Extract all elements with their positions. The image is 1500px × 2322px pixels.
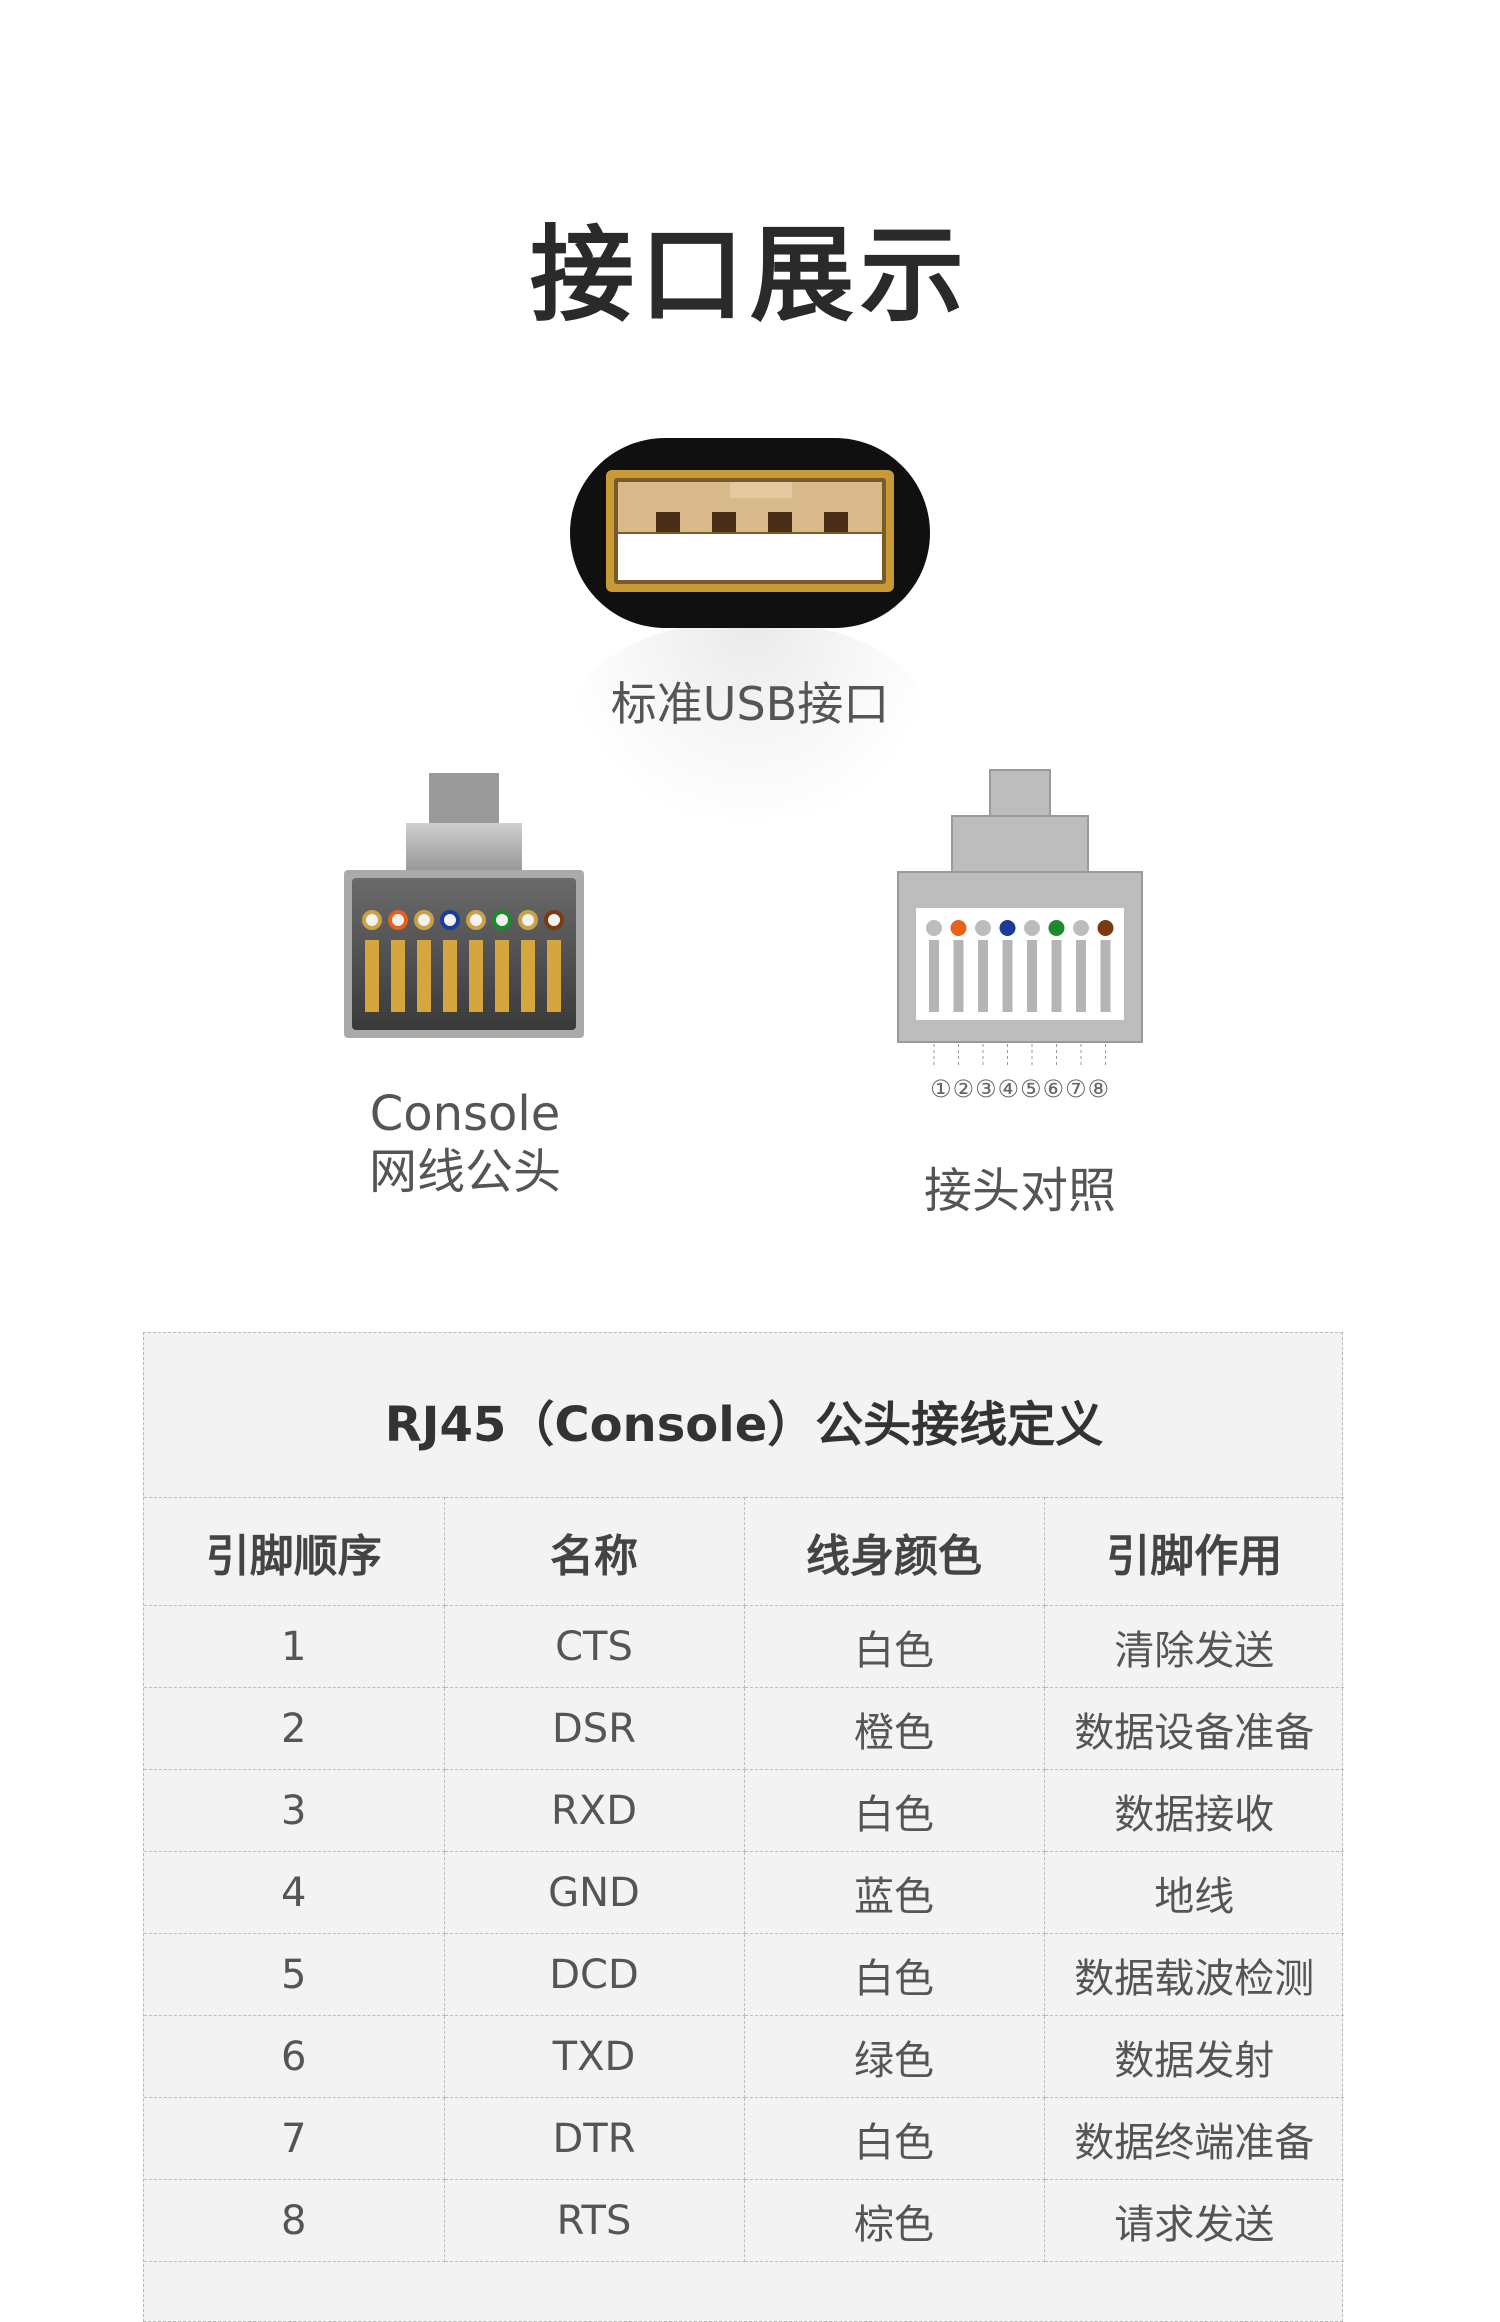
pin-function-cell: 地线 <box>1043 1851 1344 1934</box>
header-pin-function: 引脚作用 <box>1043 1497 1344 1606</box>
console-plug-label-line2: 网线公头 <box>368 1144 561 1200</box>
plug-wire-end <box>466 910 486 930</box>
pin-number-cell: 7 <box>144 2097 445 2180</box>
signal-name-cell: RXD <box>443 1769 745 1852</box>
signal-name-cell: CTS <box>443 1605 745 1688</box>
pin-number-cell: 3 <box>144 1769 445 1852</box>
pin-number-labels: ①②③④⑤⑥⑦⑧ <box>929 1075 1111 1103</box>
console-plug-label-line1: Console <box>369 1086 561 1142</box>
pin-function-cell: 数据接收 <box>1043 1769 1344 1852</box>
pin-number-cell: 1 <box>144 1605 445 1688</box>
signal-name-cell: TXD <box>443 2015 745 2098</box>
diagram-pin-dot <box>999 920 1016 936</box>
plug-gold-contact <box>469 940 483 1012</box>
rj45-pin-diagram <box>897 769 1143 1068</box>
diagram-pin-dot <box>926 920 942 936</box>
usb-port-figure: 标准USB接口 <box>560 430 940 830</box>
wire-color-cell: 白色 <box>743 1933 1045 2016</box>
diagram-pin-dot <box>950 920 967 936</box>
pin-reference-label: 接头对照 <box>923 1163 1116 1219</box>
diagram-pin-contact <box>1051 940 1062 1012</box>
plug-gold-contact <box>495 940 509 1012</box>
diagram-pin-dot <box>1048 920 1065 936</box>
plug-wire-end <box>492 910 512 930</box>
plug-wire-end <box>362 910 382 930</box>
diagram-pin-dot <box>1024 920 1040 936</box>
diagram-pin-dot <box>1097 920 1114 936</box>
usb-reflection <box>570 620 930 820</box>
wire-color-cell: 橙色 <box>743 1687 1045 1770</box>
signal-name-cell: DCD <box>443 1933 745 2016</box>
diagram-pin-contact <box>1076 940 1086 1012</box>
pin-function-cell: 数据设备准备 <box>1043 1687 1344 1770</box>
diagram-pin-contact <box>953 940 964 1012</box>
pin-function-cell: 清除发送 <box>1043 1605 1344 1688</box>
pin-function-cell: 数据终端准备 <box>1043 2097 1344 2180</box>
header-wire-color: 线身颜色 <box>743 1497 1045 1606</box>
wire-color-cell: 白色 <box>743 2097 1045 2180</box>
signal-name-cell: GND <box>443 1851 745 1934</box>
pin-number-cell: 6 <box>144 2015 445 2098</box>
pin-number-cell: 4 <box>144 1851 445 1934</box>
plug-gold-contact <box>417 940 431 1012</box>
diagram-pin-contact <box>978 940 988 1012</box>
pin-number-cell: 5 <box>144 1933 445 2016</box>
pin-function-cell: 请求发送 <box>1043 2179 1344 2262</box>
diagram-pin-contact <box>929 940 939 1012</box>
diagram-pin-contact <box>1002 940 1013 1012</box>
header-signal-name: 名称 <box>443 1497 745 1606</box>
wire-color-cell: 蓝色 <box>743 1851 1045 1934</box>
wiring-table-title: RJ45（Console）公头接线定义 <box>384 1397 1104 1453</box>
plug-wire-end <box>440 910 460 930</box>
signal-name-cell: DTR <box>443 2097 745 2180</box>
diagram-pin-dot <box>975 920 991 936</box>
plug-wire-end <box>544 910 564 930</box>
wire-color-cell: 棕色 <box>743 2179 1045 2262</box>
usb-port-label: 标准USB接口 <box>610 677 890 731</box>
rj45-plug-icon <box>344 773 584 1038</box>
plug-gold-contact <box>391 940 405 1012</box>
console-plug-label: Console 网线公头 <box>330 1085 600 1201</box>
plug-gold-contact <box>547 940 561 1012</box>
usb-port-icon <box>570 438 930 628</box>
diagram-pin-dot <box>1073 920 1089 936</box>
page-title: 接口展示 <box>529 214 970 336</box>
diagram-pin-contact <box>1027 940 1037 1012</box>
pin-number-cell: 8 <box>144 2179 445 2262</box>
table-header-row: 引脚顺序 名称 线身颜色 引脚作用 <box>144 1497 1344 1606</box>
pin-function-cell: 数据载波检测 <box>1043 1933 1344 2016</box>
wire-color-cell: 绿色 <box>743 2015 1045 2098</box>
plug-wire-end <box>414 910 434 930</box>
plug-gold-contact <box>365 940 379 1012</box>
wire-color-cell: 白色 <box>743 1769 1045 1852</box>
wire-color-cell: 白色 <box>743 1605 1045 1688</box>
plug-gold-contact <box>521 940 535 1012</box>
signal-name-cell: RTS <box>443 2179 745 2262</box>
plug-wire-end <box>388 910 408 930</box>
diagram-pin-contact <box>1100 940 1111 1012</box>
signal-name-cell: DSR <box>443 1687 745 1770</box>
plug-wire-end <box>518 910 538 930</box>
pin-number-cell: 2 <box>144 1687 445 1770</box>
header-pin-order: 引脚顺序 <box>144 1497 445 1606</box>
pin-function-cell: 数据发射 <box>1043 2015 1344 2098</box>
plug-gold-contact <box>443 940 457 1012</box>
